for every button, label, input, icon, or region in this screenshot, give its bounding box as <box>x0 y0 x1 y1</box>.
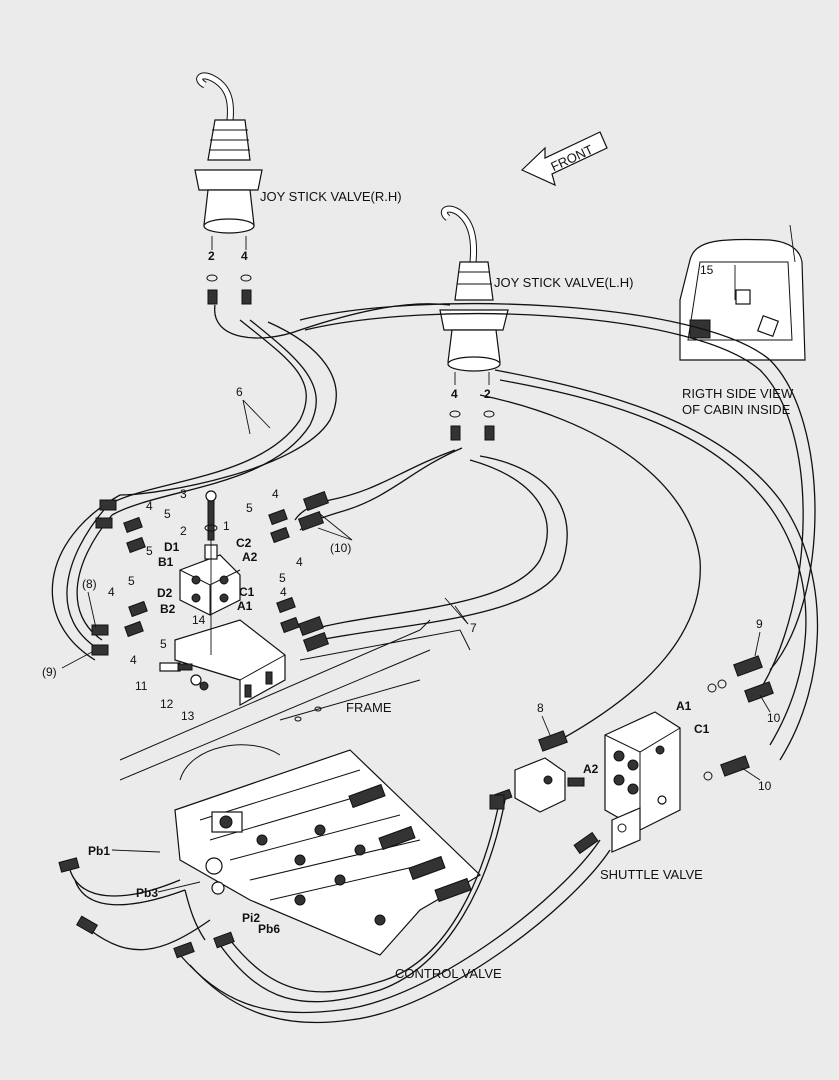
front-arrow: FRONT <box>520 131 608 187</box>
callout-10-paren: (10) <box>330 541 351 555</box>
lh-fitting-4 <box>450 425 461 441</box>
callout-5c: 5 <box>128 574 135 588</box>
callout-4g: 4 <box>296 555 303 569</box>
port-Pi2: Pi2 <box>242 911 260 925</box>
sv-port-C1: C1 <box>694 722 710 736</box>
lh-port-2-callout: 2 <box>484 387 491 401</box>
callout-5g: 5 <box>146 544 153 558</box>
hose-bundle-long <box>299 302 819 761</box>
port-Pb3: Pb3 <box>136 886 158 900</box>
right-fittings <box>538 655 774 781</box>
callout-4b: 4 <box>272 487 279 501</box>
callout-3: 3 <box>180 487 187 501</box>
shuttle-valve <box>604 711 681 853</box>
callout-8: 8 <box>537 701 544 715</box>
callout-11: 11 <box>135 679 148 693</box>
callout-5d: 5 <box>279 571 286 585</box>
pilot-lines-lower <box>58 794 611 1024</box>
rh-fitting-2 <box>207 289 218 305</box>
joystick-rh <box>194 72 263 250</box>
port-Pb1: Pb1 <box>88 844 110 858</box>
control-valve <box>174 744 481 956</box>
port-B2: B2 <box>160 602 176 616</box>
frame-structure <box>119 619 471 781</box>
rh-port-2-callout: 2 <box>208 249 215 263</box>
port-Pb6: Pb6 <box>258 922 280 936</box>
block-fittings <box>91 490 330 656</box>
hose-bundle-7 <box>294 447 568 641</box>
shuttle-valve-label: SHUTTLE VALVE <box>600 867 703 882</box>
callout-10b: 10 <box>758 779 772 793</box>
joystick-rh-label: JOY STICK VALVE(R.H) <box>260 189 402 204</box>
callout-1: 1 <box>223 519 230 533</box>
callout-2: 2 <box>180 524 187 538</box>
bolt-washer-group <box>159 662 209 691</box>
callout-4c: 4 <box>108 585 115 599</box>
port-C2: C2 <box>236 536 252 550</box>
hose-bundle-6 <box>51 303 451 661</box>
joystick-lh-label: JOY STICK VALVE(L.H) <box>494 275 633 290</box>
sv-port-A1: A1 <box>676 699 692 713</box>
port-D1: D1 <box>164 540 180 554</box>
callout-9-paren: (9) <box>42 665 57 679</box>
callout-13: 13 <box>181 709 195 723</box>
callout-8-paren: (8) <box>82 577 97 591</box>
sv-port-A2: A2 <box>583 762 599 776</box>
callout-9: 9 <box>756 617 763 631</box>
cabin-view-label-line2: OF CABIN INSIDE <box>682 402 791 417</box>
callout-6: 6 <box>236 385 243 399</box>
callout-5a: 5 <box>164 507 171 521</box>
joystick-lh <box>439 205 509 385</box>
frame-label: FRAME <box>346 700 392 715</box>
cabin-view-label-line1: RIGTH SIDE VIEW <box>682 386 794 401</box>
callout-4e: 4 <box>130 653 137 667</box>
port-A2: A2 <box>242 550 258 564</box>
rh-port-4-callout: 4 <box>241 249 248 263</box>
lh-fitting-2 <box>484 425 495 441</box>
callout-10a: 10 <box>767 711 781 725</box>
tee-fitting <box>493 757 585 813</box>
port-B1: B1 <box>158 555 174 569</box>
callout-5b: 5 <box>246 501 253 515</box>
callout-4a: 4 <box>146 499 153 513</box>
port-C1: C1 <box>239 585 255 599</box>
callout-7: 7 <box>470 621 477 635</box>
callout-5e: 5 <box>160 637 167 651</box>
callout-14: 14 <box>192 613 206 627</box>
rh-fitting-4 <box>241 289 252 305</box>
pilot-valve-block <box>179 490 241 616</box>
mounting-bracket <box>174 540 286 707</box>
lh-port-4-callout: 4 <box>451 387 458 401</box>
callout-15: 15 <box>700 263 714 277</box>
callout-4d: 4 <box>280 585 287 599</box>
port-D2: D2 <box>157 586 173 600</box>
callout-12: 12 <box>160 697 174 711</box>
cabin-inset <box>679 224 806 361</box>
port-A1: A1 <box>237 599 253 613</box>
